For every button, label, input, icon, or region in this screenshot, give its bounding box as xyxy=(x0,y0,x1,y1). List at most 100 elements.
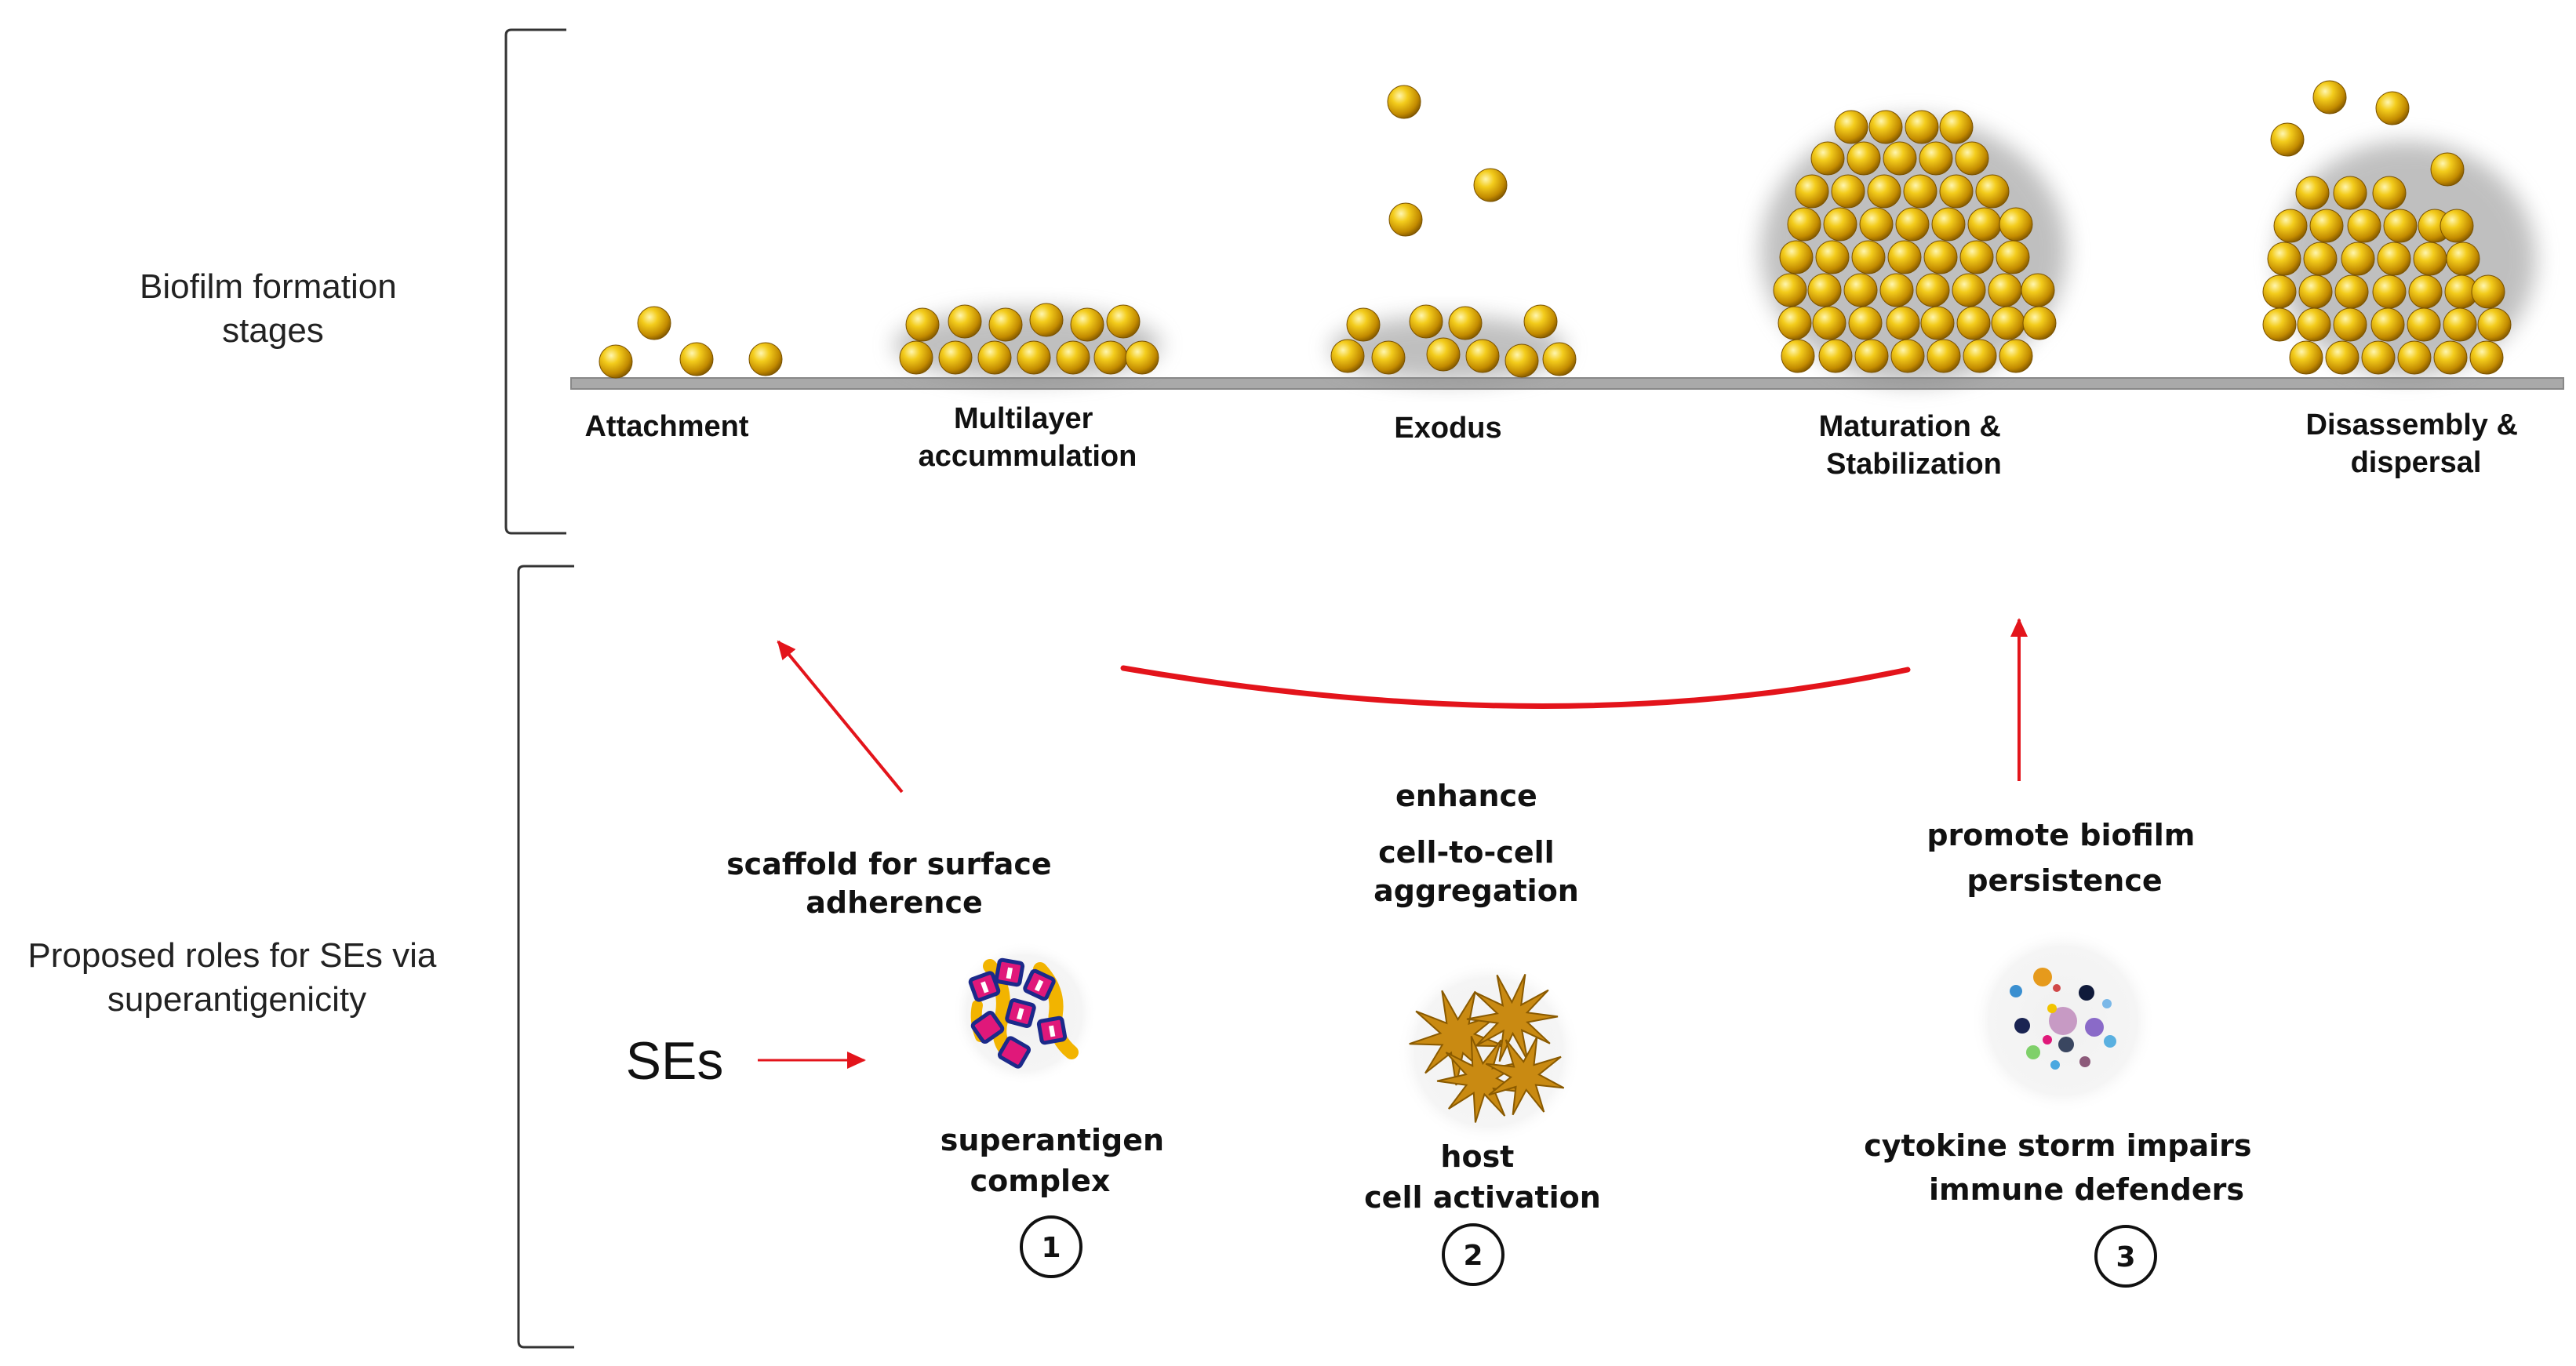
arrow-to-attachment xyxy=(777,640,904,794)
bacterium-maturation xyxy=(1867,174,1901,209)
bacterium-exodus xyxy=(1426,337,1461,372)
bacterium-maturation xyxy=(1807,273,1842,307)
bacterium-maturation xyxy=(1779,240,1814,274)
bacterium-dispersal xyxy=(2309,209,2344,243)
bacterium-maturation xyxy=(1996,240,2030,274)
bacterium-dispersal xyxy=(2341,242,2375,276)
role2-label: host cell activation xyxy=(1364,1139,1601,1215)
bacterium-exodus xyxy=(1346,307,1381,342)
bacterium-dispersal xyxy=(2262,307,2297,342)
bacterium-maturation xyxy=(1905,110,1939,144)
surface-line xyxy=(570,377,2564,390)
bacterium-multilayer xyxy=(1017,340,1051,375)
stage-label-dispersal: Disassembly & dispersal xyxy=(2306,409,2527,479)
role3-number-badge: 3 xyxy=(2094,1225,2157,1288)
bacterium-attachment xyxy=(599,344,633,379)
bacterium-dispersal xyxy=(2333,176,2367,210)
bacterium-maturation xyxy=(1895,207,1930,242)
bacteria-clusters xyxy=(599,80,2536,384)
bacterium-dispersal xyxy=(2372,176,2407,210)
role1-number-badge: 1 xyxy=(1020,1215,1082,1278)
bacterium-maturation xyxy=(1868,110,1903,144)
bacterium-maturation xyxy=(1988,273,2022,307)
bacterium-maturation xyxy=(1959,240,1994,274)
proposed-roles-label: Proposed roles for SEs via superantigeni… xyxy=(27,936,446,1019)
bacterium-dispersal xyxy=(2297,307,2331,342)
bacterium-exodus xyxy=(1448,306,1483,340)
bacterium-multilayer xyxy=(938,340,973,375)
bacterium-dispersal xyxy=(2471,274,2505,309)
bacterium-maturation xyxy=(1939,110,1974,144)
bacterium-dispersal xyxy=(2267,242,2301,276)
bacterium-maturation xyxy=(1851,240,1886,274)
bacterium-dispersal xyxy=(2298,274,2333,309)
bacterium-maturation xyxy=(1795,174,1829,209)
bacterium-exodus xyxy=(1542,342,1577,376)
bacterium-multilayer xyxy=(977,340,1012,375)
bacterium-maturation xyxy=(1812,306,1846,340)
bacterium-maturation xyxy=(1854,339,1889,373)
role2-caption: enhance cell-to-cell aggregation xyxy=(1374,779,1579,908)
svg-text:3: 3 xyxy=(2116,1241,2135,1273)
role3-caption: promote biofilm persistence xyxy=(1927,818,2205,898)
bacterium-maturation xyxy=(1890,339,1925,373)
bacterium-multilayer xyxy=(899,340,933,375)
superantigen-complex-icon xyxy=(952,941,1097,1085)
bacterium-exodus-released xyxy=(1387,85,1421,119)
bacterium-multilayer xyxy=(948,304,982,339)
bacterium-maturation xyxy=(1810,141,1845,176)
bacterium-multilayer xyxy=(1029,303,1064,337)
bacterium-maturation xyxy=(1823,207,1857,242)
bacterium-attachment xyxy=(679,342,714,376)
bacterium-dispersal xyxy=(2303,242,2338,276)
curved-connector-arrow xyxy=(1120,665,1911,709)
bacterium-multilayer xyxy=(1056,340,1090,375)
bacterium-exodus xyxy=(1330,339,1365,373)
bacterium-maturation xyxy=(1843,273,1878,307)
bacterium-maturation xyxy=(1999,339,2033,373)
bacterium-maturation xyxy=(1952,273,1986,307)
stage-label-exodus: Exodus xyxy=(1394,412,1501,445)
bacterium-exodus-released xyxy=(1473,168,1508,202)
bacterium-maturation xyxy=(2021,273,2055,307)
bacterium-maturation xyxy=(1975,174,2010,209)
bacterium-maturation xyxy=(1923,240,1958,274)
bacterium-maturation xyxy=(1815,240,1850,274)
bottom-bracket xyxy=(517,565,574,1349)
bacterium-maturation xyxy=(1879,273,1914,307)
bacterium-dispersal-released xyxy=(2270,122,2305,157)
bacterium-dispersal xyxy=(2408,274,2443,309)
bacterium-maturation xyxy=(1927,339,1961,373)
bacterium-multilayer xyxy=(1093,340,1128,375)
bacterium-maturation xyxy=(2022,306,2057,340)
stage-label-maturation: Maturation & Stabilization xyxy=(1819,410,2010,481)
bacterium-dispersal xyxy=(2325,340,2360,375)
bacterium-dispersal-released xyxy=(2430,152,2465,187)
role1-label: superantigen complex xyxy=(941,1123,1175,1198)
bacterium-maturation xyxy=(1787,207,1821,242)
bacterium-dispersal xyxy=(2433,340,2468,375)
role3-label: cytokine storm impairs immune defenders xyxy=(1864,1128,2261,1207)
bacterium-maturation xyxy=(1846,141,1881,176)
activated-cell-shape xyxy=(1485,1036,1565,1116)
svg-text:2: 2 xyxy=(1463,1240,1483,1272)
bacterium-dispersal-released xyxy=(2312,80,2347,114)
svg-text:1: 1 xyxy=(1041,1232,1061,1264)
bacterium-maturation xyxy=(1773,273,1807,307)
bacterium-dispersal xyxy=(2377,242,2411,276)
biofilm-stages-label: Biofilm formation stages xyxy=(140,267,406,350)
bacterium-dispersal xyxy=(2262,274,2297,309)
bacterium-maturation xyxy=(1887,240,1922,274)
bacterium-maturation xyxy=(1963,339,1997,373)
bacterium-maturation xyxy=(1886,306,1920,340)
bacterium-maturation xyxy=(1831,174,1865,209)
bacterium-dispersal xyxy=(2407,307,2441,342)
bacterium-dispersal xyxy=(2413,242,2447,276)
bacterium-dispersal xyxy=(2273,209,2308,243)
bacterium-dispersal xyxy=(2333,307,2367,342)
stage-label-attachment: Attachment xyxy=(584,410,748,443)
bacterium-dispersal xyxy=(2370,307,2405,342)
bacterium-dispersal xyxy=(2443,307,2477,342)
top-bracket xyxy=(504,28,566,535)
